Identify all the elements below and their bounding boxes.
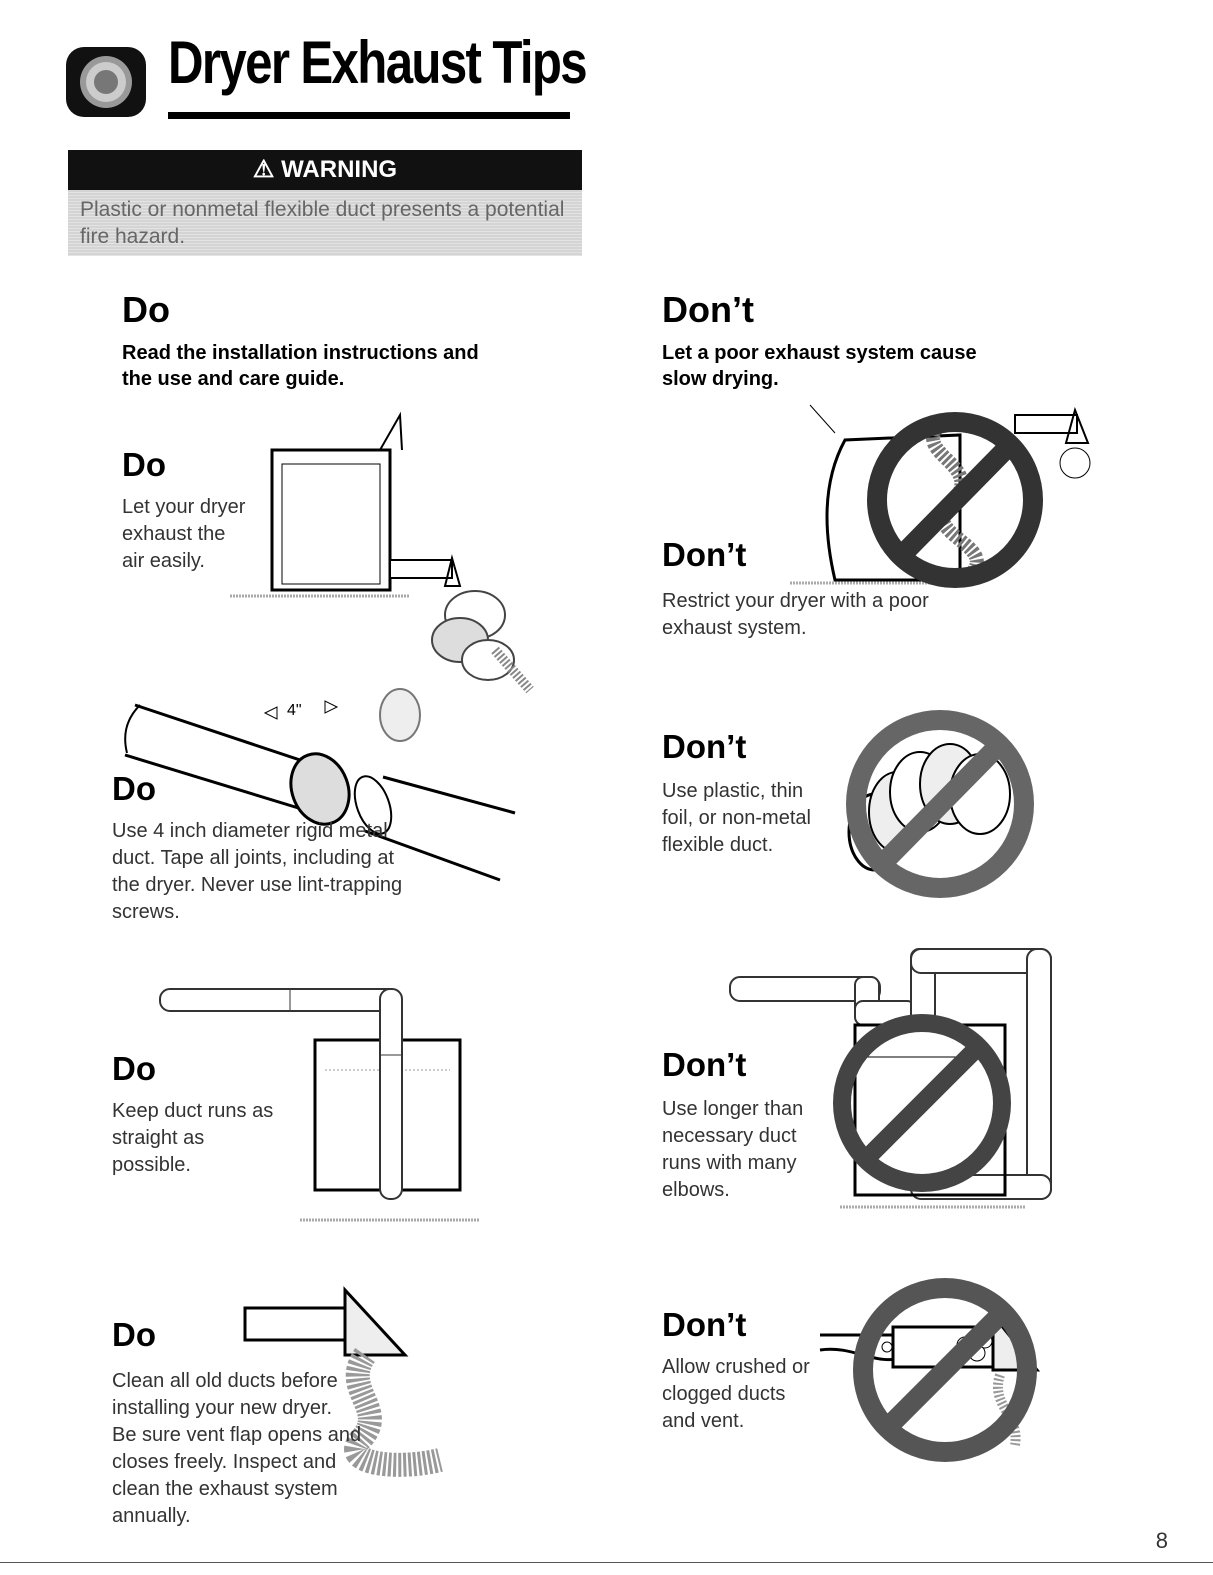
dont-tip-2-text: Use plastic, thin foil, or non-metal fle… xyxy=(662,780,811,856)
restricted-dryer-illustration xyxy=(790,404,1091,588)
dryer-logo-icon xyxy=(66,42,146,122)
long-duct-runs-illustration xyxy=(729,948,1052,1209)
warning-triangle-icon: ⚠ xyxy=(252,156,275,183)
do-tip-2-heading: Do xyxy=(112,770,156,807)
do-tip-3-heading: Do xyxy=(112,1050,156,1087)
do-tip-4-text: Clean all old ducts before installing yo… xyxy=(112,1370,362,1527)
title-underline xyxy=(168,112,570,119)
do-tip-2-text: Use 4 inch diameter rigid metal duct. Ta… xyxy=(112,820,403,923)
warning-header: ⚠ WARNING xyxy=(68,150,582,190)
page-title: Dryer Exhaust Tips xyxy=(168,29,588,96)
flexible-duct-prohibited-illustration xyxy=(846,710,1034,898)
dont-heading: Don’t xyxy=(662,289,754,330)
do-tip-1-heading: Do xyxy=(122,446,166,483)
do-tip-4-heading: Do xyxy=(112,1316,156,1353)
warning-label: WARNING xyxy=(281,156,398,183)
do-tip-1-text: Let your dryer exhaust the air easily. xyxy=(122,496,246,572)
rigid-duct-illustration: 4" xyxy=(124,688,516,882)
do-tip-3-text: Keep duct runs as straight as possible. xyxy=(112,1100,274,1176)
straight-duct-illustration xyxy=(159,988,480,1222)
dont-subheading: Let a poor exhaust system cause slow dry… xyxy=(662,342,977,390)
dont-tip-1-text: Restrict your dryer with a poor exhaust … xyxy=(662,590,929,639)
page-number: 8 xyxy=(1155,1528,1168,1553)
do-heading: Do xyxy=(122,289,170,330)
dont-tip-3-text: Use longer than necessary duct runs with… xyxy=(662,1098,804,1201)
footer-rule xyxy=(0,1562,1213,1563)
dryer-exhaust-illustration xyxy=(230,411,534,694)
dont-tip-4-heading: Don’t xyxy=(662,1306,747,1343)
do-subheading: Read the installation instructions and t… xyxy=(122,342,479,390)
dont-tip-4-text: Allow crushed or clogged ducts and vent. xyxy=(662,1356,810,1432)
warning-text: Plastic or nonmetal flexible duct presen… xyxy=(68,190,582,256)
dont-tip-2-heading: Don’t xyxy=(662,728,747,765)
vent-flap-illustration xyxy=(243,1286,443,1477)
duct-diameter-label: 4" xyxy=(287,702,302,719)
dont-tip-3-heading: Don’t xyxy=(662,1046,747,1083)
dont-tip-1-heading: Don’t xyxy=(662,536,747,573)
crushed-duct-prohibited-illustration xyxy=(819,1278,1041,1462)
